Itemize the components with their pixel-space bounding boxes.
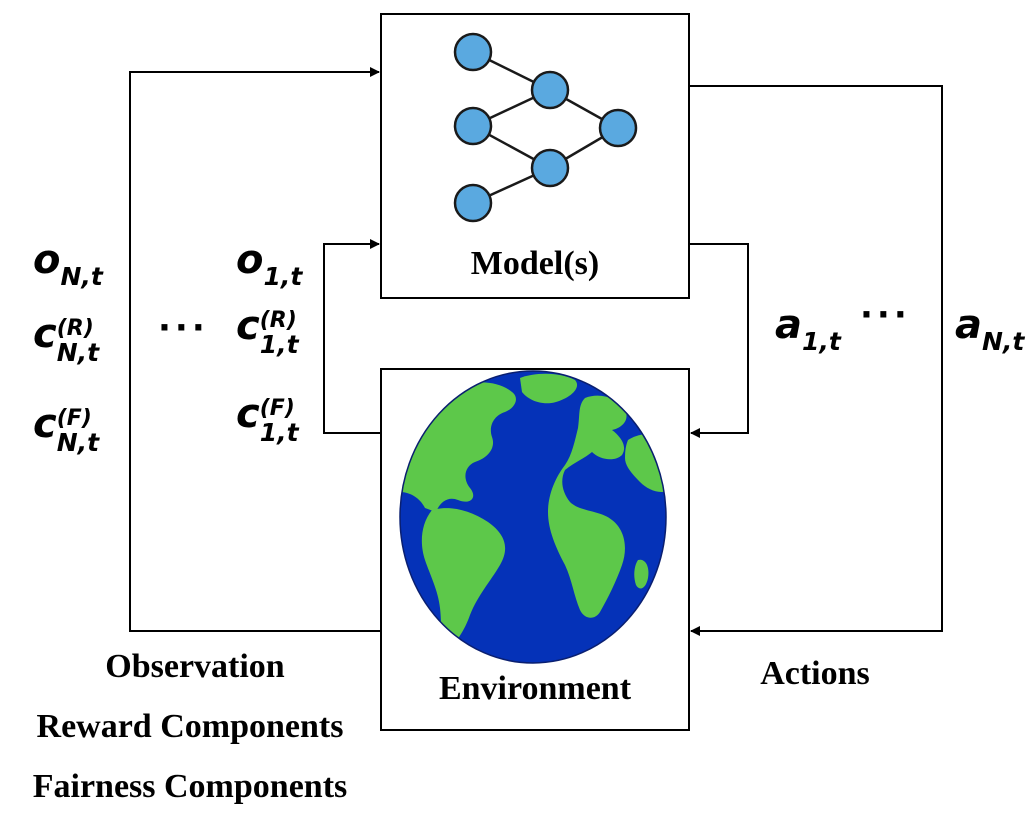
fairness-symbol-n: c(F)N,t [33,401,100,457]
outer-observation-arrow [129,67,381,632]
observation-label: Observation [105,648,285,685]
observation-symbol-n: oN,t [33,237,103,291]
agents-ellipsis-right: ··· [860,295,911,335]
fairness-components-label: Fairness Components [32,768,348,805]
fairness-symbol-1: c(F)1,t [236,391,299,447]
reward-symbol-1: c(R)1,t [236,303,299,359]
inner-observation-arrow [323,239,381,434]
actions-label: Actions [760,655,870,692]
action-symbol-1: a1,t [775,302,841,356]
agents-ellipsis-left: ··· [158,308,209,348]
reward-symbol-n: c(R)N,t [33,311,100,367]
model-label: Model(s) [470,245,600,282]
environment-label: Environment [438,670,632,707]
neural-network-icon [453,32,638,223]
outer-action-arrow [689,85,943,636]
observation-symbol-1: o1,t [236,237,303,291]
inner-action-arrow [689,243,749,438]
reward-components-label: Reward Components [36,708,344,745]
action-symbol-n: aN,t [955,302,1025,356]
